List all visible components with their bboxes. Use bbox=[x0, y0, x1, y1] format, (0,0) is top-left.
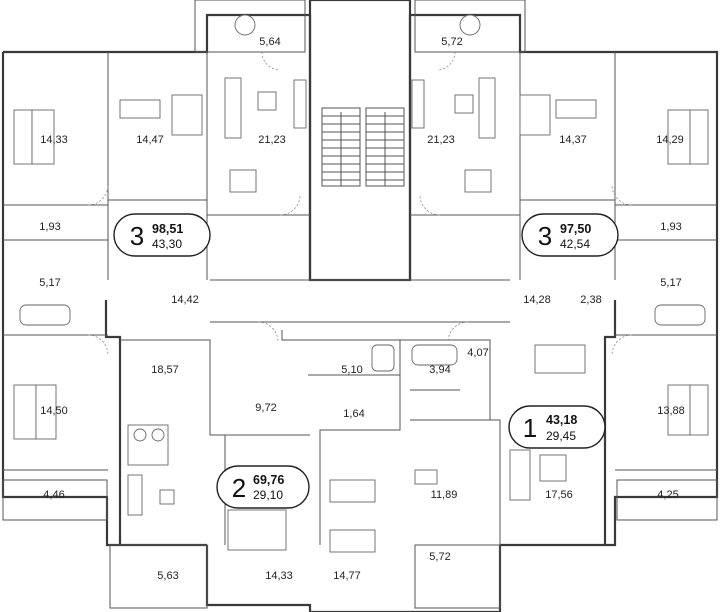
room-area-labels: 5,64 5,72 14,33 14,47 21,23 21,23 14,37 … bbox=[39, 36, 684, 582]
apartment-rooms: 1 bbox=[523, 413, 537, 443]
apartment-total-area: 43,18 bbox=[546, 413, 577, 427]
area-wc-b: 1,93 bbox=[660, 221, 681, 233]
apartment-living-area: 29,45 bbox=[546, 429, 576, 443]
area-bedroom-h: 14,77 bbox=[333, 570, 361, 582]
area-balcony-bottom-right: 5,72 bbox=[429, 551, 450, 563]
area-balcony-top-right: 5,72 bbox=[441, 36, 462, 48]
apartment-living-area: 29,10 bbox=[253, 488, 283, 502]
area-bath-c: 5,10 bbox=[341, 364, 362, 376]
area-wc-a: 1,93 bbox=[39, 221, 60, 233]
apartment-badge-2[interactable]: 3 97,50 42,54 bbox=[521, 213, 619, 257]
area-balcony-left: 4,46 bbox=[43, 489, 64, 501]
furniture bbox=[13, 14, 709, 553]
apartment-rooms: 3 bbox=[538, 221, 552, 251]
area-bedroom-c: 14,37 bbox=[559, 134, 587, 146]
area-bedroom-d: 14,29 bbox=[656, 134, 684, 146]
area-bedroom-b: 14,47 bbox=[136, 134, 164, 146]
area-living-d: 17,56 bbox=[545, 489, 573, 501]
apartment-total-area: 98,51 bbox=[152, 222, 183, 236]
area-kitchen-c: 18,57 bbox=[151, 364, 179, 376]
apartment-badge-1[interactable]: 3 98,51 43,30 bbox=[113, 213, 211, 257]
apartment-rooms: 2 bbox=[232, 473, 246, 503]
apartment-living-area: 43,30 bbox=[152, 237, 182, 251]
area-balcony-bottom-left: 5,63 bbox=[157, 570, 178, 582]
area-kitchen-living-a: 21,23 bbox=[258, 134, 286, 146]
area-hall-a: 14,42 bbox=[171, 294, 199, 306]
apartment-badge-3[interactable]: 1 43,18 29,45 bbox=[508, 405, 606, 449]
area-kitchen-living-b: 21,23 bbox=[427, 134, 455, 146]
apartment-living-area: 42,54 bbox=[560, 237, 590, 251]
area-hall-d: 4,07 bbox=[467, 347, 488, 359]
area-bedroom-a: 14,33 bbox=[40, 134, 68, 146]
area-bedroom-f: 13,88 bbox=[657, 405, 685, 417]
area-bedroom-g: 14,33 bbox=[265, 570, 293, 582]
area-storage-b: 2,38 bbox=[580, 294, 601, 306]
area-balcony-top-left: 5,64 bbox=[259, 36, 280, 48]
area-wc-c: 1,64 bbox=[343, 408, 364, 420]
apartment-total-area: 69,76 bbox=[253, 473, 284, 487]
staircase bbox=[321, 107, 405, 187]
apartment-rooms: 3 bbox=[130, 221, 144, 251]
door-swings bbox=[87, 51, 633, 356]
area-kitchen-d: 11,89 bbox=[431, 489, 458, 501]
area-hall-c: 9,72 bbox=[255, 402, 276, 414]
area-bath-d: 3,94 bbox=[429, 364, 450, 376]
apartment-badge-4[interactable]: 2 69,76 29,10 bbox=[216, 465, 310, 509]
area-bath-b: 5,17 bbox=[660, 277, 681, 289]
area-hall-b: 14,28 bbox=[523, 294, 551, 306]
apartment-total-area: 97,50 bbox=[560, 222, 591, 236]
area-balcony-right: 4,25 bbox=[657, 489, 678, 501]
area-bath-a: 5,17 bbox=[39, 277, 60, 289]
area-bedroom-e: 14,50 bbox=[40, 405, 68, 417]
